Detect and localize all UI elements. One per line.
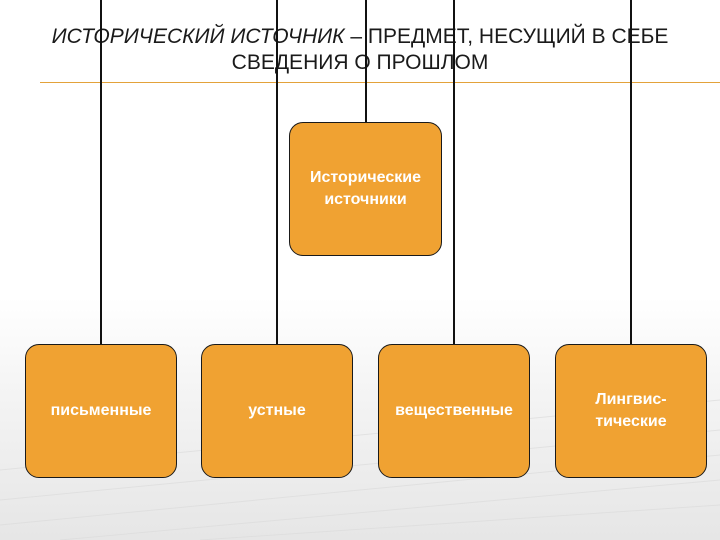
child-node-written: письменные (25, 344, 177, 478)
child-node-oral: устные (201, 344, 353, 478)
slide-title: ИСТОРИЧЕСКИЙ ИСТОЧНИК – ПРЕДМЕТ, НЕСУЩИЙ… (20, 24, 700, 76)
root-node: Исторические источники (289, 122, 442, 256)
title-divider (40, 82, 720, 83)
child-node-linguistic: Лингвис-тические (555, 344, 707, 478)
root-node-label: Исторические источники (309, 169, 422, 208)
child-node-material: вещественные (378, 344, 530, 478)
child-node-label: устные (248, 402, 306, 419)
child-node-label: Лингвис-тические (595, 391, 667, 430)
title-term: ИСТОРИЧЕСКИЙ ИСТОЧНИК (51, 25, 345, 48)
child-node-label: вещественные (395, 402, 513, 419)
child-node-label: письменные (50, 402, 152, 419)
title-definition: – ПРЕДМЕТ, НЕСУЩИЙ В СЕБЕ СВЕДЕНИЯ О ПРО… (231, 25, 669, 74)
